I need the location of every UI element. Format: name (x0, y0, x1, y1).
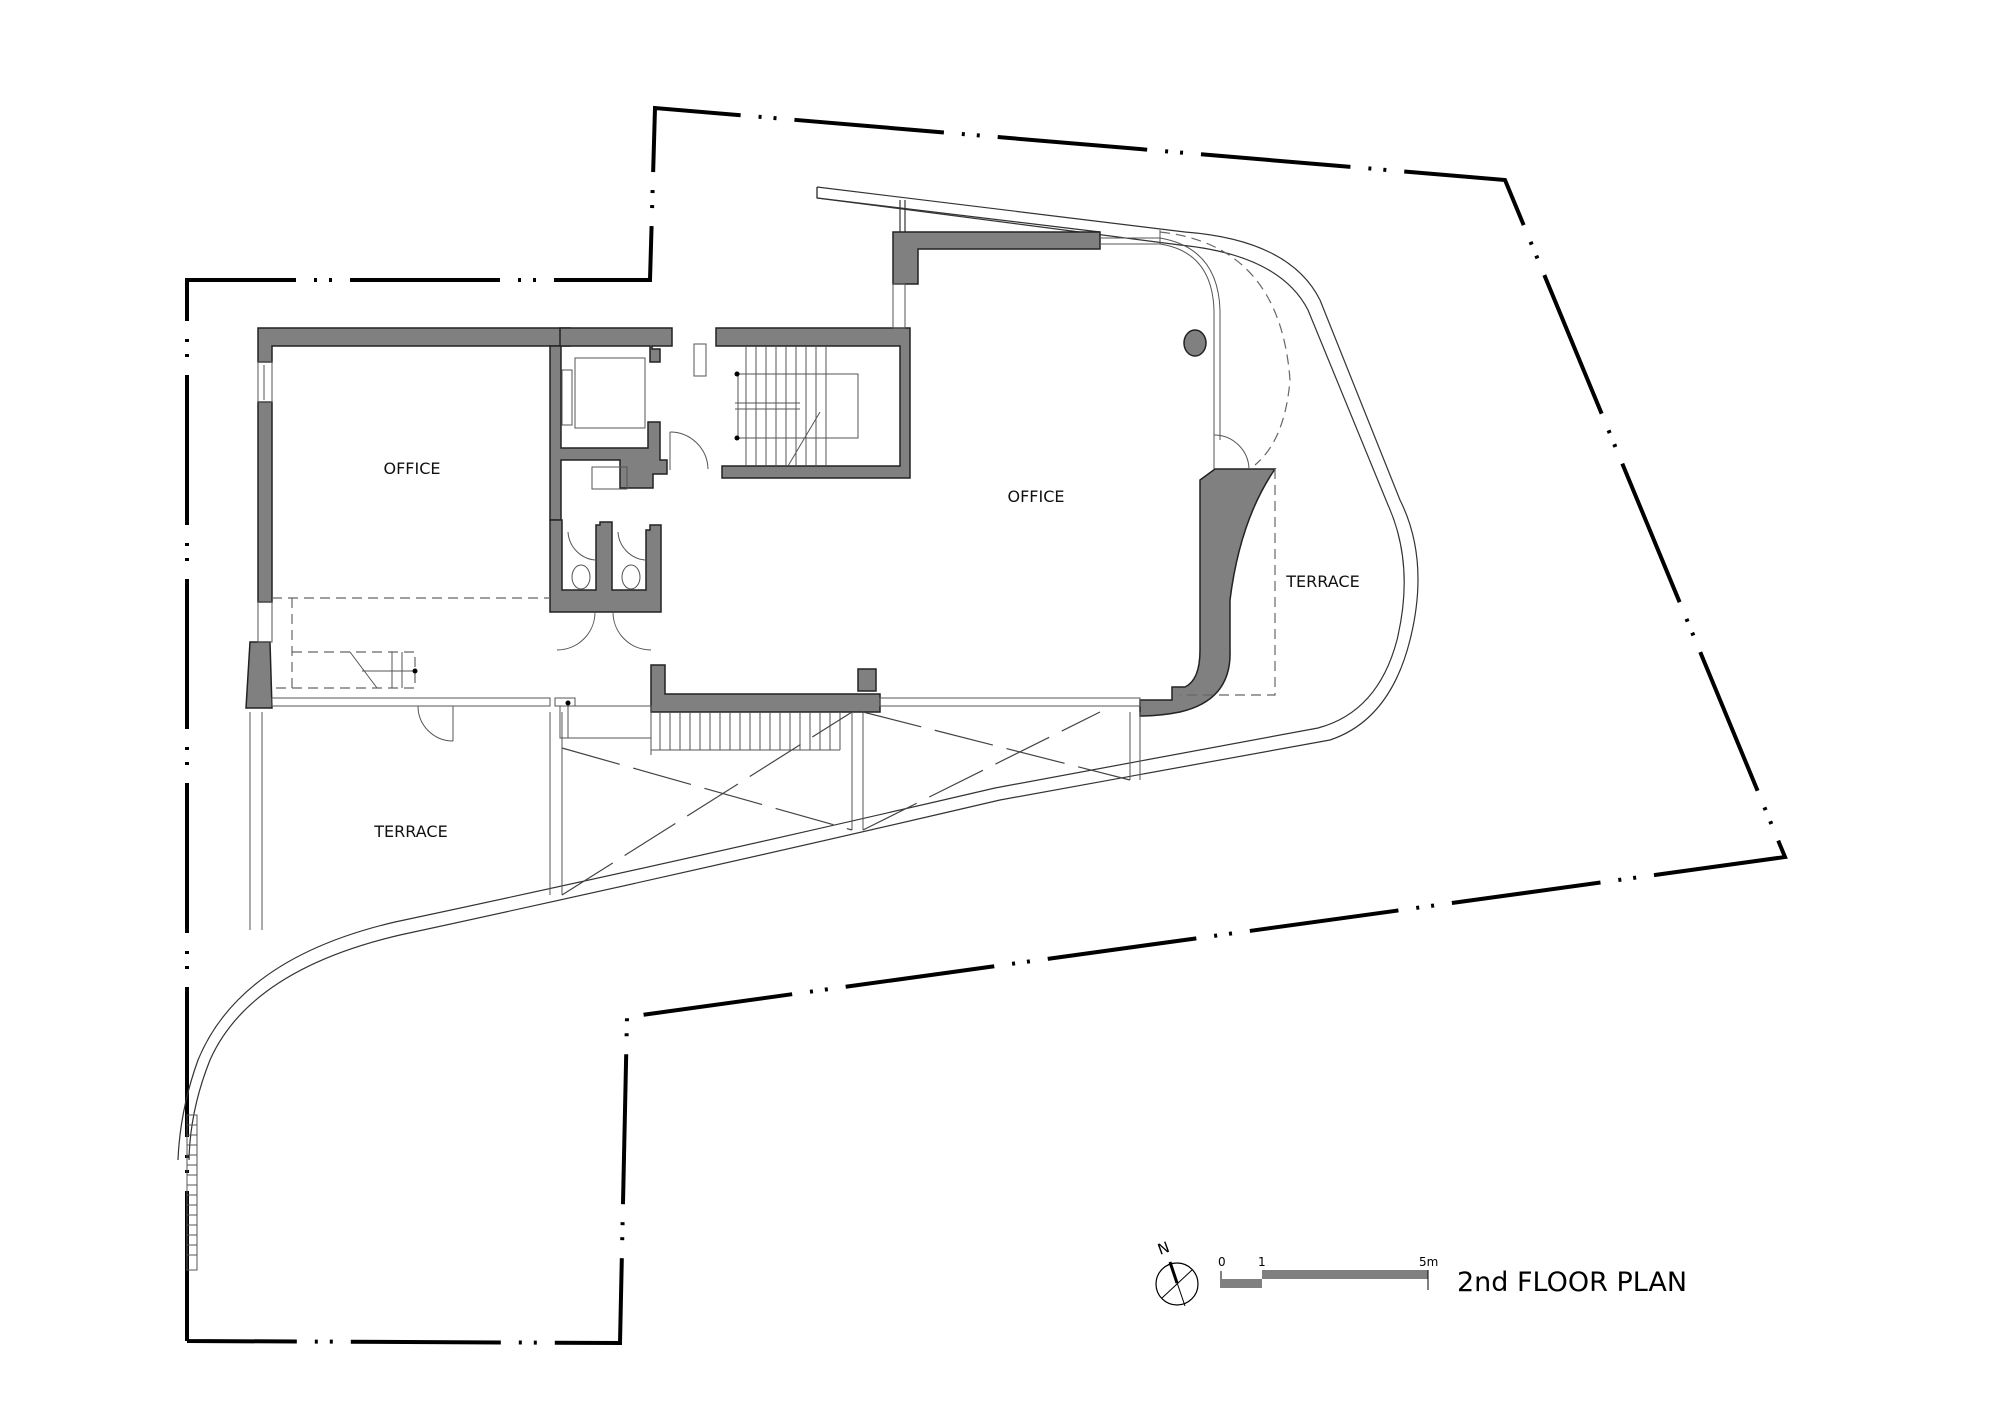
toilet-1 (571, 564, 591, 590)
room-labels: OFFICE OFFICE TERRACE TERRACE (373, 459, 1359, 841)
scale-bar: 0 1 5m (1218, 1255, 1438, 1290)
stair-core (734, 346, 859, 467)
column-round (1183, 329, 1207, 357)
sink (591, 466, 628, 490)
canopy (816, 187, 1101, 235)
wall-north-east (892, 231, 1101, 285)
north-arrow: N (1155, 1238, 1199, 1307)
wall-south (650, 664, 881, 713)
doors (417, 431, 1250, 742)
site-boundary (185, 105, 1788, 1346)
exterior-steps (186, 1114, 198, 1271)
terrace-edge-curve (177, 186, 1419, 1271)
room-label-terrace-south: TERRACE (373, 822, 447, 841)
wall-east-curved (1139, 468, 1277, 717)
scale-tick-5m: 5m (1419, 1255, 1438, 1269)
terrace-structure (249, 711, 1141, 930)
elevator-car (574, 357, 646, 429)
fixtures (561, 343, 707, 590)
wall-west (257, 401, 273, 603)
column-square (857, 668, 877, 692)
wall-stair (715, 327, 911, 479)
north-arrow-circle-icon (1155, 1262, 1199, 1306)
scale-tick-0: 0 (1218, 1255, 1226, 1269)
wall-north-west (257, 327, 571, 363)
room-label-office-east: OFFICE (1008, 487, 1065, 506)
wall-core-toilets (549, 519, 662, 613)
wall-west-pier (245, 641, 273, 709)
room-label-terrace-east: TERRACE (1285, 572, 1359, 591)
drawing-title: 2nd FLOOR PLAN (1457, 1267, 1687, 1298)
windows-and-glazing (257, 230, 1291, 707)
stair-south (559, 700, 841, 755)
wall-core-north (549, 327, 673, 523)
scale-tick-1: 1 (1258, 1255, 1266, 1269)
stair-below-west (272, 597, 550, 689)
north-label: N (1155, 1238, 1172, 1259)
toilet-2 (621, 564, 641, 590)
room-label-office-west: OFFICE (384, 459, 441, 478)
